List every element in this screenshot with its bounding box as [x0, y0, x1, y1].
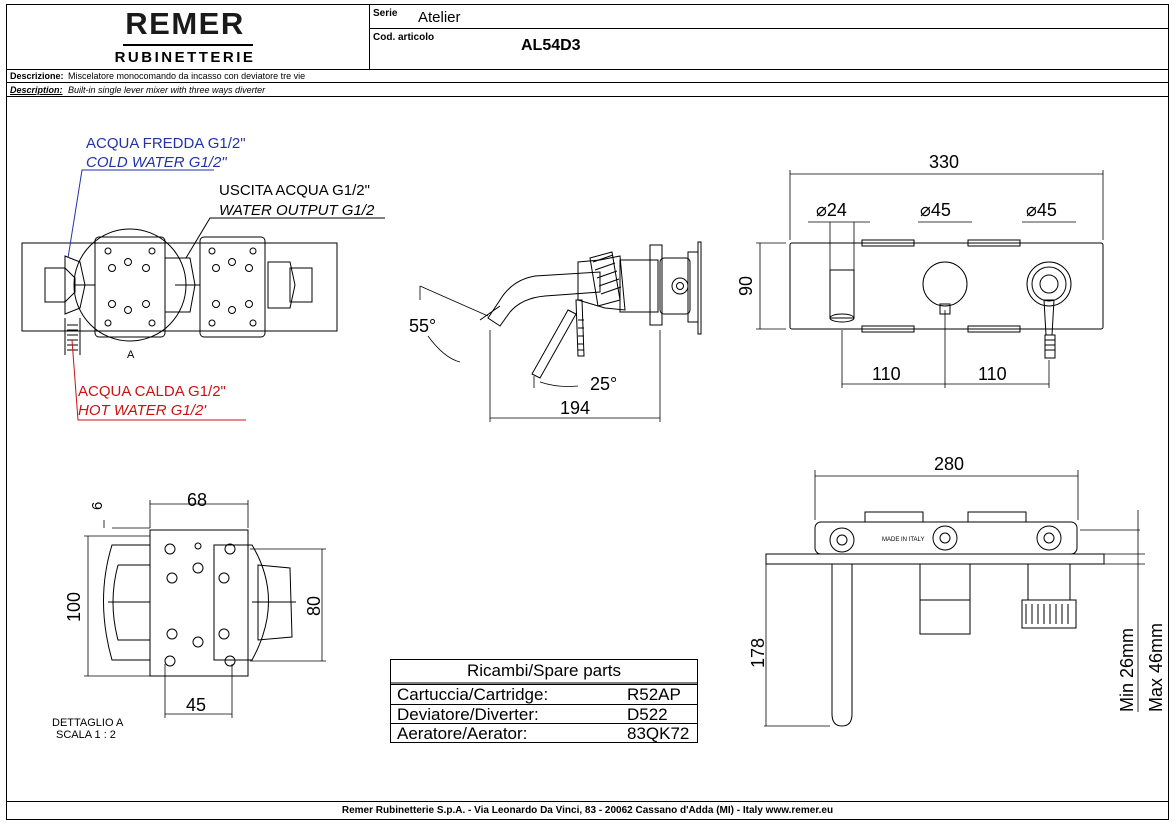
dim-110-b: 110 — [978, 364, 1007, 384]
angle-25: 25° — [590, 374, 617, 394]
part-code: 83QK72 — [627, 724, 690, 743]
serie-label: Serie — [373, 8, 398, 19]
part-code: R52AP — [627, 685, 681, 704]
spare-parts-title: Ricambi/Spare parts — [466, 661, 621, 680]
dim-68: 68 — [187, 490, 207, 510]
dim-194: 194 — [560, 398, 590, 418]
description-en-row: Description: Built-in single lever mixer… — [6, 84, 1169, 97]
description-it-text: Miscelatore monocomando da incasso con d… — [68, 71, 306, 81]
table-row: Aeratore/Aerator: 83QK72 — [391, 723, 697, 743]
angle-55: 55° — [409, 316, 436, 336]
code-value: AL54D3 — [521, 37, 581, 54]
detail-scale: SCALA 1 : 2 — [56, 729, 116, 741]
dim-330: 330 — [929, 152, 959, 172]
table-row: Deviatore/Diverter: D522 — [391, 704, 697, 724]
front-view-body — [21, 228, 338, 355]
dim-dia45-b: ⌀45 — [1026, 200, 1057, 220]
dim-90: 90 — [736, 276, 756, 296]
dim-80: 80 — [304, 596, 324, 616]
dim-280: 280 — [934, 454, 964, 474]
spare-parts-table: Ricambi/Spare parts Cartuccia/Cartridge:… — [390, 659, 698, 743]
footer: Remer Rubinetterie S.p.A. - Via Leonardo… — [6, 801, 1169, 820]
serie-value: Atelier — [418, 9, 461, 26]
cold-water-en: COLD WATER G1/2" — [86, 154, 227, 171]
code-label: Cod. articolo — [373, 32, 435, 43]
dim-min: Min 26mm — [1117, 628, 1137, 712]
hot-water-it: ACQUA CALDA G1/2" — [78, 383, 226, 400]
description-it-row: Descrizione: Miscelatore monocomando da … — [6, 70, 1169, 83]
side-view — [419, 241, 702, 422]
logo-box: REMER RUBINETTERIE — [6, 4, 370, 70]
part-name: Aeratore/Aerator: — [397, 724, 528, 743]
detail-title: DETTAGLIO A — [52, 717, 124, 729]
brand-name: REMER — [125, 6, 245, 41]
description-en-label: Description: — [10, 85, 63, 95]
description-en-text: Built-in single lever mixer with three w… — [68, 85, 266, 95]
brand-subtitle: RUBINETTERIE — [114, 49, 256, 66]
outlet-it: USCITA ACQUA G1/2" — [219, 182, 370, 199]
header-split — [370, 28, 1169, 30]
outlet-en: WATER OUTPUT G1/2 — [219, 202, 375, 219]
dim-dia45-a: ⌀45 — [920, 200, 951, 220]
made-in-italy-stamp: MADE IN ITALY — [882, 537, 924, 543]
drawing-sheet — [6, 4, 1169, 820]
detail-marker: A — [127, 349, 135, 361]
top-view — [764, 470, 1145, 727]
front-view-holes — [104, 247, 257, 327]
leader-lines — [67, 169, 385, 421]
part-code: D522 — [627, 705, 668, 724]
company-address: Remer Rubinetterie S.p.A. - Via Leonardo… — [341, 805, 834, 816]
detail-a-view — [84, 500, 326, 718]
dim-45: 45 — [186, 695, 206, 715]
brand-divider — [123, 44, 253, 46]
description-it-label: Descrizione: — [10, 71, 64, 81]
dim-178: 178 — [748, 638, 768, 668]
header-info — [370, 4, 1169, 70]
dim-6: 6 — [89, 502, 106, 510]
plate-view — [756, 170, 1104, 388]
dim-100: 100 — [64, 592, 84, 622]
dim-dia24: ⌀24 — [816, 200, 847, 220]
part-name: Cartuccia/Cartridge: — [397, 685, 549, 704]
dim-max: Max 46mm — [1146, 623, 1166, 712]
table-row: Cartuccia/Cartridge: R52AP — [391, 684, 697, 704]
part-name: Deviatore/Diverter: — [397, 705, 539, 724]
hot-water-en: HOT WATER G1/2' — [78, 402, 207, 419]
dim-110-a: 110 — [872, 364, 901, 384]
cold-water-it: ACQUA FREDDA G1/2" — [86, 135, 246, 152]
